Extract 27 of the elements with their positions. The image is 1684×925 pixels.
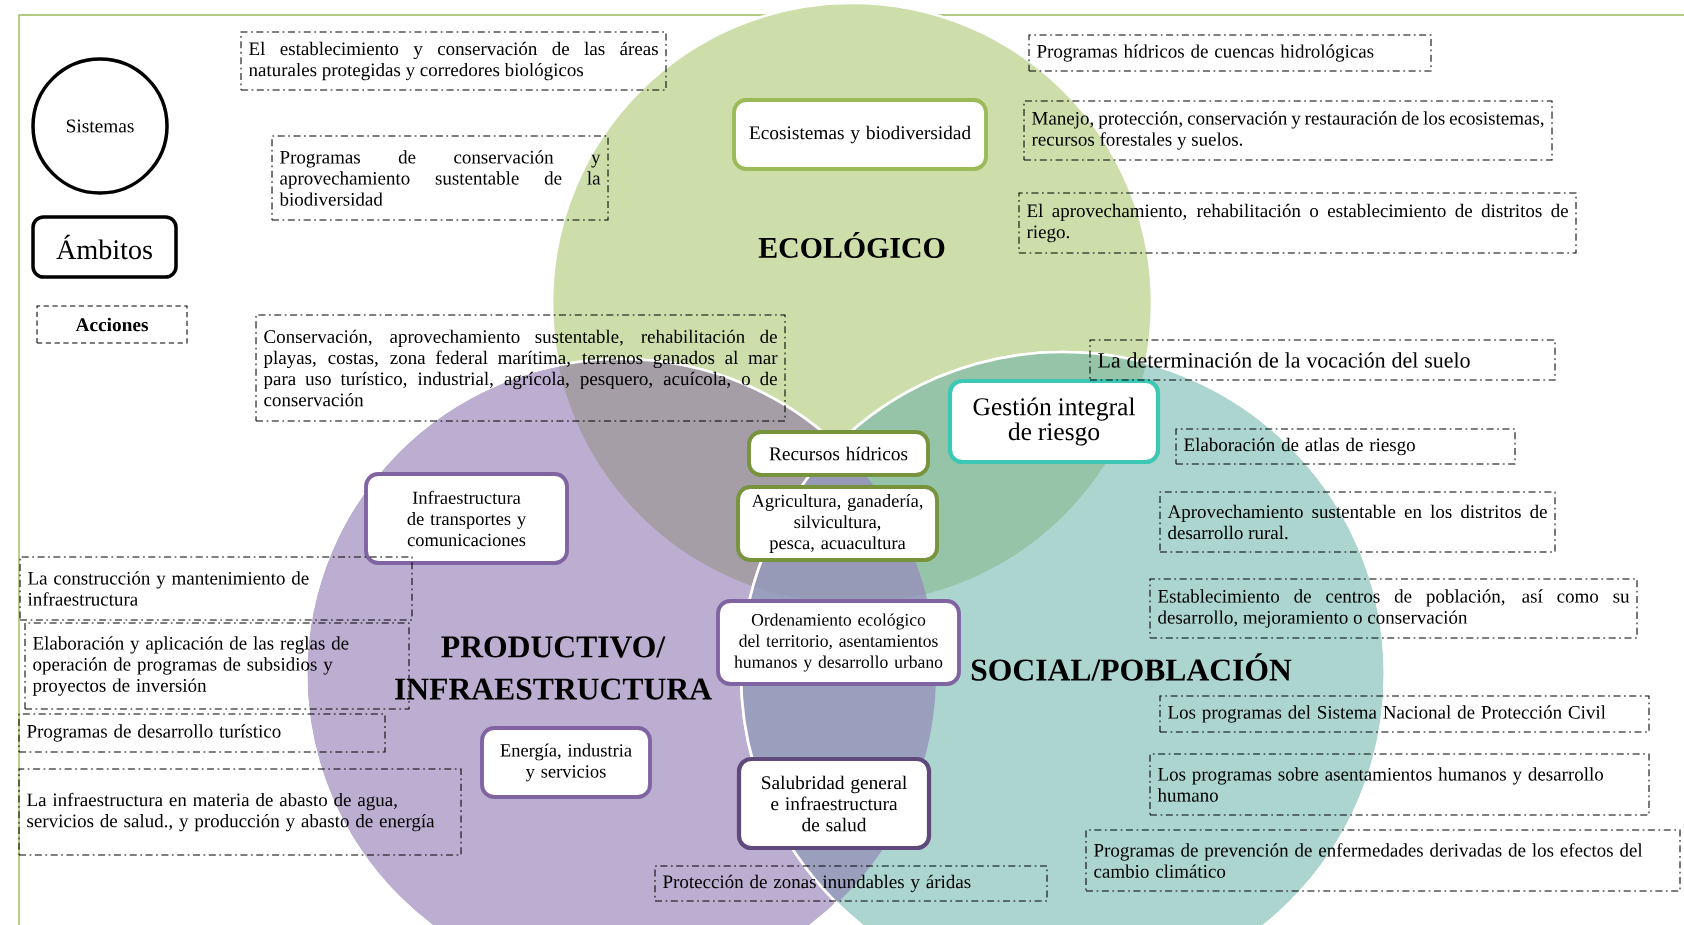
action-box: Protección de zonas inundables y áridas	[654, 865, 1048, 902]
action-box: Programas hídricos de cuencas hidrológicas	[1028, 34, 1432, 72]
scope-box: Infraestructura de transportes y comunicaciones	[364, 472, 569, 565]
action-box: Los programas sobre asentamientos humanos y desarrollo humano	[1149, 753, 1650, 816]
action-box: Aprovechamiento sustentable en los distritos de desarrollo rural.	[1159, 491, 1556, 553]
legend-box: Ámbitos	[31, 215, 178, 279]
action-box: Programas de conservación y aprovechamiento sustentable de la biodiversidad	[271, 135, 609, 221]
action-box: El aprovechamiento, rehabilitación o establecimiento de distritos de riego.	[1018, 192, 1577, 254]
scope-box: Recursos hídricos	[747, 430, 930, 477]
action-box: La infraestructura en materia de abasto de agua, servicios de salud., y producción y abasto de energía	[18, 768, 462, 856]
action-box: La construcción y mantenimiento de infraestructura	[19, 556, 413, 621]
legend-box: Acciones	[36, 305, 188, 344]
scope-box: Gestión integral de riesgo	[947, 378, 1161, 465]
action-box: Programas de prevención de enfermedades derivadas de los efectos del cambio climático	[1085, 829, 1681, 892]
action-box: El establecimiento y conservación de las áreas naturales protegidas y corredores biológicos	[240, 31, 667, 91]
action-box: Establecimiento de centros de población, así como su desarrollo, mejoramiento o conservación	[1149, 578, 1638, 639]
action-box: Conservación, aprovechamiento sustentable, rehabilitación de playas, costas, zona federal marítima, terrenos ganados al mar para uso turístico, industrial, agrícola, pesquero, acuícola, o de conservación	[255, 314, 786, 422]
action-box: Programas de desarrollo turístico	[18, 713, 386, 753]
action-box: Elaboración de atlas de riesgo	[1175, 428, 1516, 465]
action-box: Manejo, protección, conservación y restauración de los ecosistemas, recursos forestales y suelos.	[1023, 100, 1553, 161]
action-box: Los programas del Sistema Nacional de Protección Civil	[1159, 695, 1650, 733]
scope-box: Ecosistemas y biodiversidad	[732, 98, 988, 171]
scope-box: Agricultura, ganadería, silvicultura, pesca, acuacultura	[736, 485, 939, 562]
scope-box: Salubridad general e infraestructura de salud	[736, 756, 932, 851]
scope-box: Ordenamiento ecológico del territorio, asentamientos humanos y desarrollo urbano	[716, 599, 961, 686]
action-box: La determinación de la vocación del suelo	[1089, 339, 1556, 381]
scope-box: Energía, industria y servicios	[480, 726, 652, 799]
